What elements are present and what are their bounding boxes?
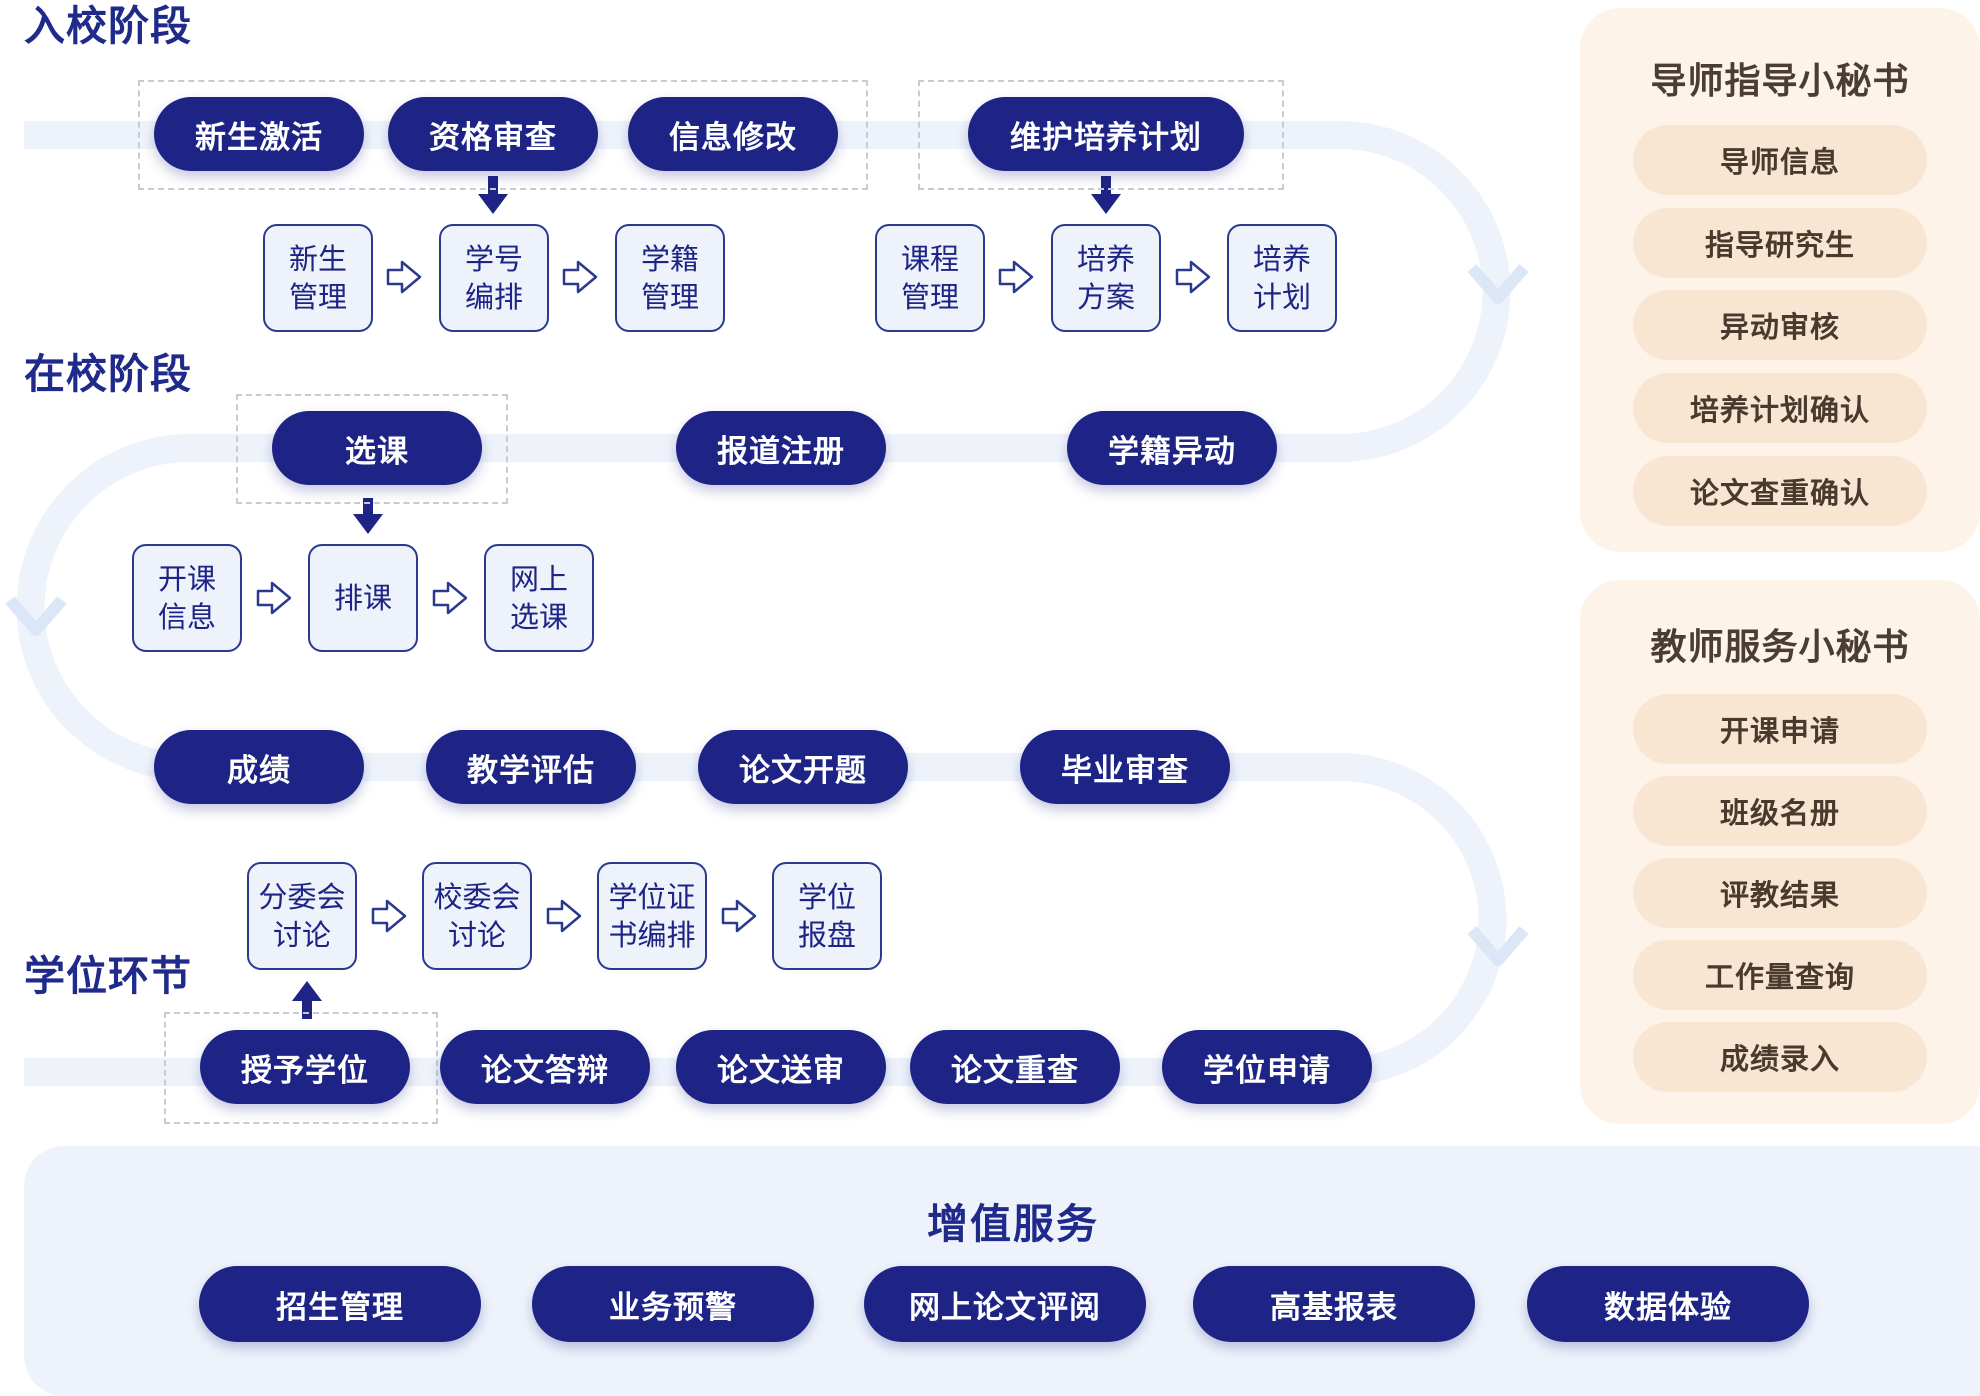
- box-training-scheme[interactable]: 培养 方案: [1051, 224, 1161, 332]
- box-scheduling[interactable]: 排课: [308, 544, 418, 652]
- pill-confer-degree[interactable]: 授予学位: [200, 1030, 410, 1104]
- vas-item[interactable]: 高基报表: [1193, 1266, 1475, 1342]
- box-subcommittee[interactable]: 分委会 讨论: [247, 862, 357, 970]
- pill-teaching-eval[interactable]: 教学评估: [426, 730, 636, 804]
- box-training-plan[interactable]: 培养 计划: [1227, 224, 1337, 332]
- mentor-secretary-title: 导师指导小秘书: [1650, 61, 1910, 102]
- up-arrow-icon: [292, 981, 322, 1019]
- pill-graduation-review[interactable]: 毕业审查: [1020, 730, 1230, 804]
- dashed-group: [138, 80, 868, 190]
- box-course-mgmt[interactable]: 课程 管理: [875, 224, 985, 332]
- pill-status-change[interactable]: 学籍异动: [1067, 411, 1277, 485]
- box-status-mgmt[interactable]: 学籍 管理: [615, 224, 725, 332]
- teacher-secretary-title: 教师服务小秘书: [1650, 627, 1910, 668]
- dashed-group: [918, 80, 1284, 190]
- pill-thesis-proposal[interactable]: 论文开题: [698, 730, 908, 804]
- teacher-item[interactable]: 班级名册: [1633, 776, 1927, 846]
- pill-degree-application[interactable]: 学位申请: [1162, 1030, 1372, 1104]
- pill-qualification-review[interactable]: 资格审查: [388, 97, 598, 171]
- value-added-title: 增值服务: [927, 1200, 1099, 1248]
- mentor-item[interactable]: 培养计划确认: [1633, 373, 1927, 443]
- box-school-committee[interactable]: 校委会 讨论: [422, 862, 532, 970]
- teacher-item[interactable]: 工作量查询: [1633, 940, 1927, 1010]
- vas-item[interactable]: 网上论文评阅: [864, 1266, 1146, 1342]
- teacher-item[interactable]: 开课申请: [1633, 694, 1927, 764]
- box-degree-report[interactable]: 学位 报盘: [772, 862, 882, 970]
- pill-thesis-recheck[interactable]: 论文重查: [910, 1030, 1120, 1104]
- teacher-item[interactable]: 成绩录入: [1633, 1022, 1927, 1092]
- dashed-group: [236, 394, 508, 504]
- down-arrow-icon: [353, 176, 1121, 534]
- box-course-info[interactable]: 开课 信息: [132, 544, 242, 652]
- pill-course-selection[interactable]: 选课: [272, 411, 482, 485]
- box-online-selection[interactable]: 网上 选课: [484, 544, 594, 652]
- box-new-student-mgmt[interactable]: 新生 管理: [263, 224, 373, 332]
- stage-title-degree: 学位环节: [24, 952, 192, 1000]
- box-certificate[interactable]: 学位证 书编排: [597, 862, 707, 970]
- stage-title-enroll: 入校阶段: [24, 2, 192, 50]
- pill-info-modify[interactable]: 信息修改: [628, 97, 838, 171]
- right-arrow-icon: [256, 260, 1211, 933]
- pill-thesis-review[interactable]: 论文送审: [676, 1030, 886, 1104]
- pill-grades[interactable]: 成绩: [154, 730, 364, 804]
- mentor-item[interactable]: 指导研究生: [1633, 208, 1927, 278]
- stage-title-on-campus: 在校阶段: [24, 350, 192, 398]
- vas-item[interactable]: 业务预警: [532, 1266, 814, 1342]
- mentor-item[interactable]: 异动审核: [1633, 290, 1927, 360]
- pill-maintain-plan[interactable]: 维护培养计划: [968, 97, 1244, 171]
- mentor-item[interactable]: 论文查重确认: [1633, 456, 1927, 526]
- pill-registration[interactable]: 报道注册: [676, 411, 886, 485]
- pill-thesis-defense[interactable]: 论文答辩: [440, 1030, 650, 1104]
- pill-new-student-activation[interactable]: 新生激活: [154, 97, 364, 171]
- vas-item[interactable]: 数据体验: [1527, 1266, 1809, 1342]
- dashed-group: [164, 1012, 438, 1124]
- vas-item[interactable]: 招生管理: [199, 1266, 481, 1342]
- mentor-item[interactable]: 导师信息: [1633, 125, 1927, 195]
- box-student-number[interactable]: 学号 编排: [439, 224, 549, 332]
- teacher-item[interactable]: 评教结果: [1633, 858, 1927, 928]
